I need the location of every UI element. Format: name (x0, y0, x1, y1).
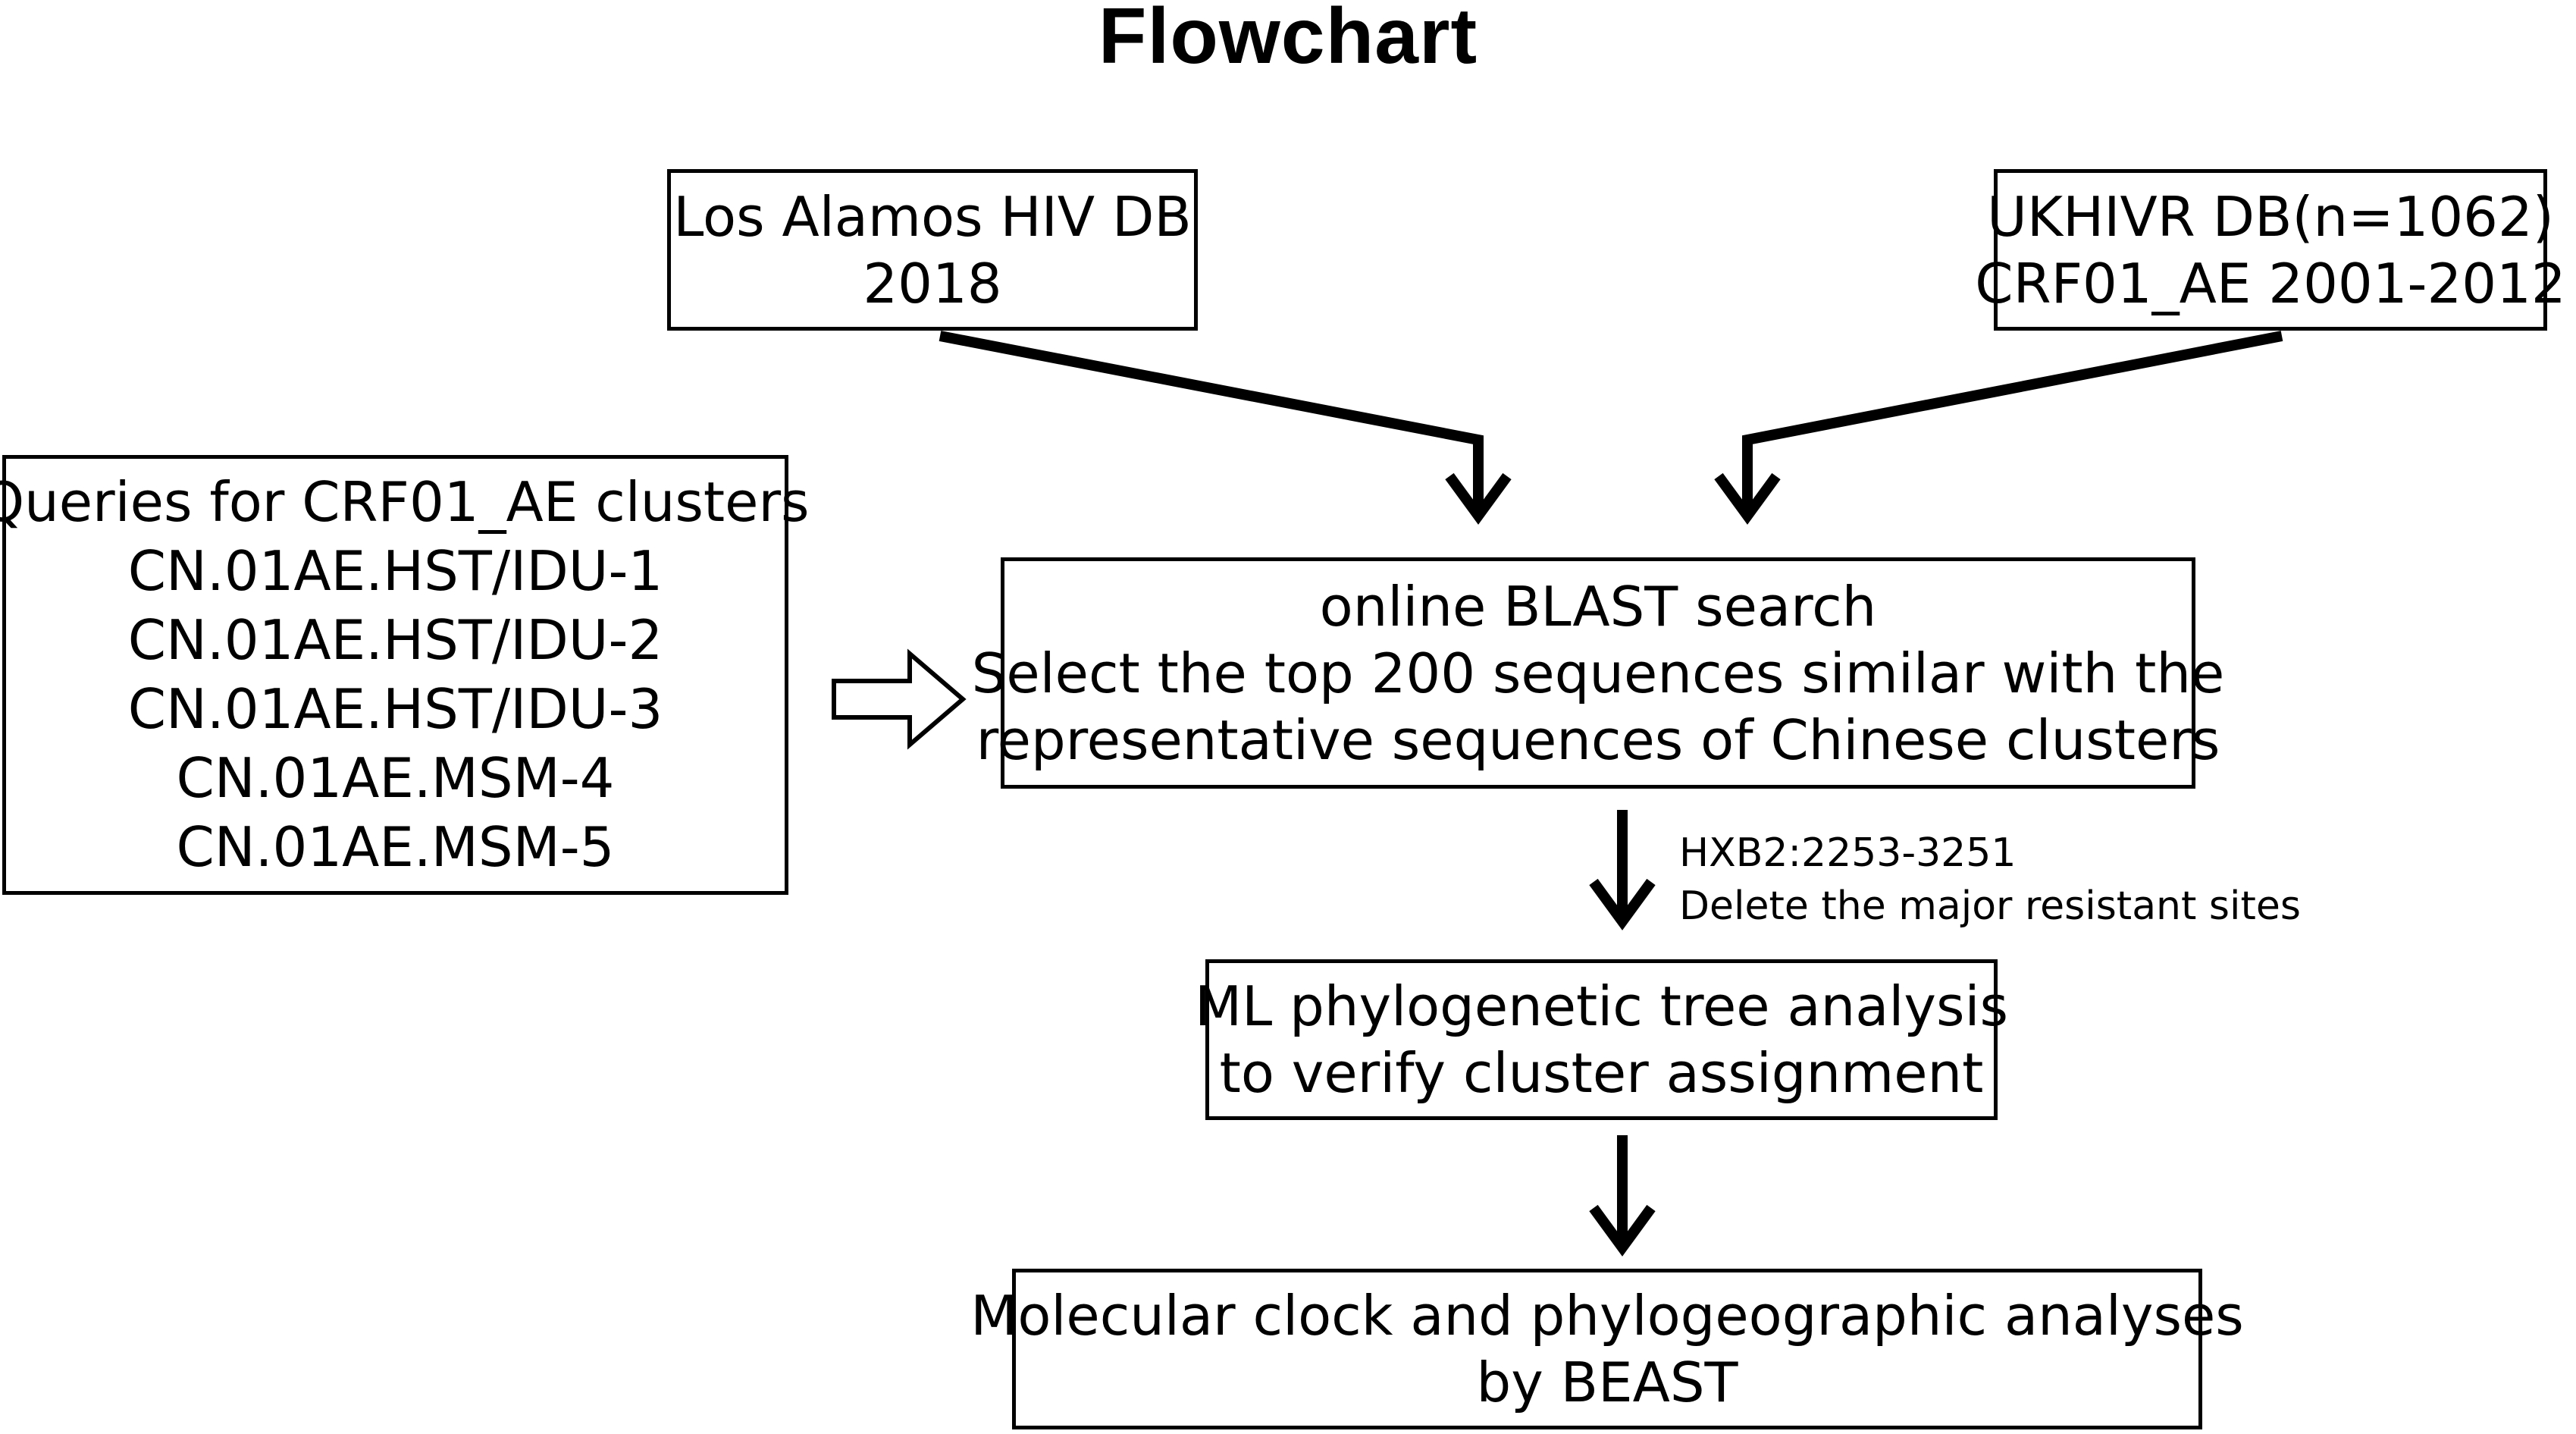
ml-tree-node: ML phylogenetic tree analysis to verify … (1195, 959, 2008, 1120)
node-label-line: online BLAST search (1319, 574, 1877, 639)
node-label-line: by BEAST (1476, 1351, 1738, 1414)
node-label-line: ML phylogenetic tree analysis (1195, 974, 2009, 1038)
node-label-line: 2018 (863, 251, 1002, 315)
node-label-line: Queries for CRF01_AE clusters (0, 470, 810, 534)
node-label-line: CN.01AE.HST/IDU-1 (127, 539, 663, 603)
edge-ukhivr-to-blast (1742, 331, 2283, 516)
beast-analysis-node: Molecular clock and phylogeographic anal… (970, 1269, 2244, 1429)
edge-note-blast-to-ml: HXB2:2253-3251 Delete the major resistan… (1679, 827, 2301, 933)
edge-los-alamos-to-blast (939, 331, 1484, 516)
arrowhead (1714, 472, 1781, 525)
node-label-line: CRF01_AE 2001-2012 (1975, 251, 2566, 315)
edge-note-line: HXB2:2253-3251 (1679, 830, 2017, 876)
node-label-line: representative sequences of Chinese clus… (976, 708, 2220, 772)
arrowhead (1589, 878, 1656, 930)
edge-queries-to-blast (832, 648, 967, 750)
node-label-line: CN.01AE.HST/IDU-2 (127, 608, 663, 672)
node-label-line: UKHIVR DB(n=1062) (1987, 184, 2554, 249)
node-label-line: CN.01AE.MSM-5 (176, 815, 615, 879)
arrowhead (1589, 1204, 1656, 1257)
queries-node: Queries for CRF01_AE clusters CN.01AE.HS… (0, 455, 810, 895)
node-label-line: Select the top 200 sequences similar wit… (971, 641, 2225, 705)
node-label-line: CN.01AE.MSM-4 (176, 746, 615, 810)
arrowhead (1445, 472, 1512, 525)
node-label-line: to verify cluster assignment (1219, 1041, 1984, 1105)
ukhivr-db-node: UKHIVR DB(n=1062) CRF01_AE 2001-2012 (1975, 169, 2566, 331)
node-label-line: Molecular clock and phylogeographic anal… (970, 1284, 2244, 1348)
node-label-line: CN.01AE.HST/IDU-3 (127, 677, 663, 741)
los-alamos-db-node: Los Alamos HIV DB 2018 (667, 169, 1198, 331)
blast-search-node: online BLAST search Select the top 200 s… (972, 557, 2224, 789)
edge-note-line: Delete the major resistant sites (1679, 883, 2301, 929)
diagram-title: Flowchart (1098, 0, 1478, 80)
node-label-line: Los Alamos HIV DB (673, 184, 1192, 249)
